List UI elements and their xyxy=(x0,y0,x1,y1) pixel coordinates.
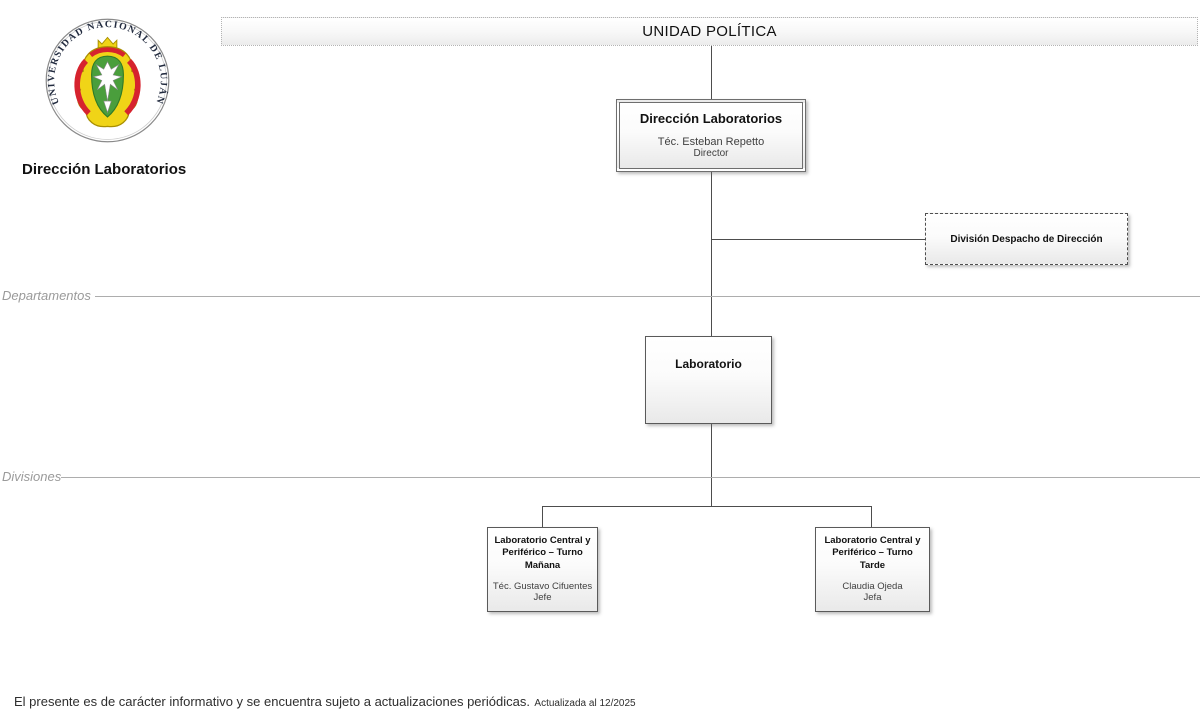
node-laboratorio: Laboratorio xyxy=(645,336,772,424)
footer: El presente es de carácter informativo y… xyxy=(14,693,636,711)
node-direccion-laboratorios: Dirección Laboratorios Téc. Esteban Repe… xyxy=(616,99,806,172)
node-title: División Despacho de Dirección xyxy=(950,233,1103,245)
footer-updated-note: Actualizada al 12/2025 xyxy=(534,698,636,709)
node-role: Jefe xyxy=(533,592,552,603)
node-role: Jefa xyxy=(863,592,882,603)
seal-crown xyxy=(97,36,118,49)
section-label-divisiones: Divisiones xyxy=(2,469,62,484)
node-people: Téc. Gustavo Cifuentes Jefe xyxy=(488,581,597,603)
node-title: Laboratorio Central y Periférico – Turno… xyxy=(494,535,591,571)
node-person: Téc. Gustavo Cifuentes xyxy=(492,581,593,592)
node-division-despacho: División Despacho de Dirección xyxy=(925,213,1128,265)
unidad-politica-box: UNIDAD POLÍTICA xyxy=(221,17,1198,46)
node-people: Claudia Ojeda Jefa xyxy=(816,581,929,603)
page-title: Dirección Laboratorios xyxy=(22,161,187,178)
seal-ribbons xyxy=(74,47,141,116)
unlu-university-seal-logo: UNIVERSIDAD NACIONAL DE LUJÁN xyxy=(45,18,170,143)
node-role: Director xyxy=(693,148,729,159)
node-title: Laboratorio xyxy=(675,357,742,371)
seal-inner-circle xyxy=(48,21,167,140)
node-title: Laboratorio Central y Periférico – Turno… xyxy=(824,535,921,571)
node-title: Dirección Laboratorios xyxy=(639,111,783,126)
node-person: Claudia Ojeda xyxy=(842,581,903,592)
node-turno-tarde: Laboratorio Central y Periférico – Turno… xyxy=(815,527,930,612)
section-line-departamentos xyxy=(95,296,1200,297)
seal-bird xyxy=(92,61,123,114)
footer-disclaimer: El presente es de carácter informativo y… xyxy=(14,694,530,709)
section-line-divisiones xyxy=(61,477,1200,478)
unidad-politica-label: UNIDAD POLÍTICA xyxy=(642,23,777,40)
section-label-departamentos: Departamentos xyxy=(2,288,91,303)
node-turno-manana: Laboratorio Central y Periférico – Turno… xyxy=(487,527,598,612)
node-person: Téc. Esteban Repetto xyxy=(657,136,765,148)
